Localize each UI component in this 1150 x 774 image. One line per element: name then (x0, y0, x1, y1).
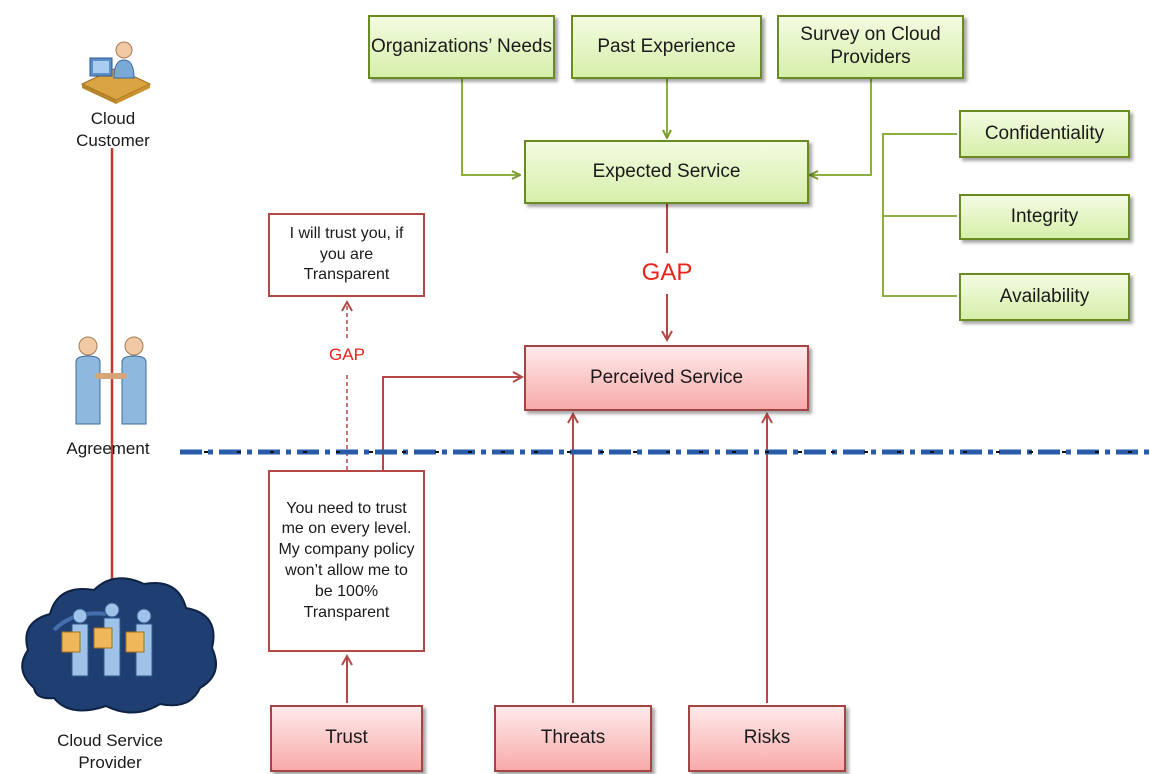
availability-box: Availability (959, 273, 1130, 321)
expected-service-label: Expected Service (592, 160, 741, 182)
org-needs-box: Organizations’ Needs (368, 15, 555, 79)
trust-box: Trust (270, 705, 423, 772)
cloud-provider-icon (21, 577, 217, 714)
integrity-box: Integrity (959, 194, 1130, 240)
past-experience-label: Past Experience (597, 35, 736, 57)
customer-trust-note: I will trust you, if you are Transparent (268, 213, 425, 297)
survey-label: Survey on Cloud Providers (800, 24, 941, 68)
past-experience-box: Past Experience (571, 15, 762, 79)
availability-label: Availability (999, 285, 1090, 307)
survey-box: Survey on Cloud Providers (777, 15, 964, 79)
trust-label: Trust (325, 727, 368, 749)
survey-arrow (810, 78, 872, 175)
main-gap-label: GAP (641, 259, 693, 286)
org-needs-label: Organizations’ Needs (371, 35, 552, 57)
customer-trust-note-text: I will trust you, if you are Transparent (289, 224, 404, 284)
cloud-provider-label: Cloud Service Provider (57, 731, 163, 773)
org-needs-arrow (461, 78, 520, 175)
threats-label: Threats (540, 727, 606, 749)
trust-gap-label: GAP (317, 345, 377, 365)
confidentiality-box: Confidentiality (959, 110, 1130, 158)
confidentiality-label: Confidentiality (984, 122, 1105, 144)
expected-service-box: Expected Service (524, 140, 809, 204)
threats-box: Threats (494, 705, 652, 772)
risks-label: Risks (743, 727, 791, 749)
provider-to-perceived-arrow (382, 377, 522, 470)
perceived-service-box: Perceived Service (524, 345, 809, 411)
provider-trust-note-text: You need to trust me on every level. My … (278, 499, 415, 621)
cloud-customer-label: Cloud Customer (76, 109, 150, 151)
provider-trust-note: You need to trust me on every level. My … (268, 470, 425, 652)
agreement-handshake-icon (75, 336, 147, 425)
risks-box: Risks (688, 705, 846, 772)
dimension-bracket (882, 133, 957, 297)
perceived-service-label: Perceived Service (589, 366, 744, 388)
integrity-label: Integrity (1010, 205, 1079, 227)
cloud-customer-icon (80, 41, 152, 104)
agreement-label: Agreement (66, 439, 150, 458)
